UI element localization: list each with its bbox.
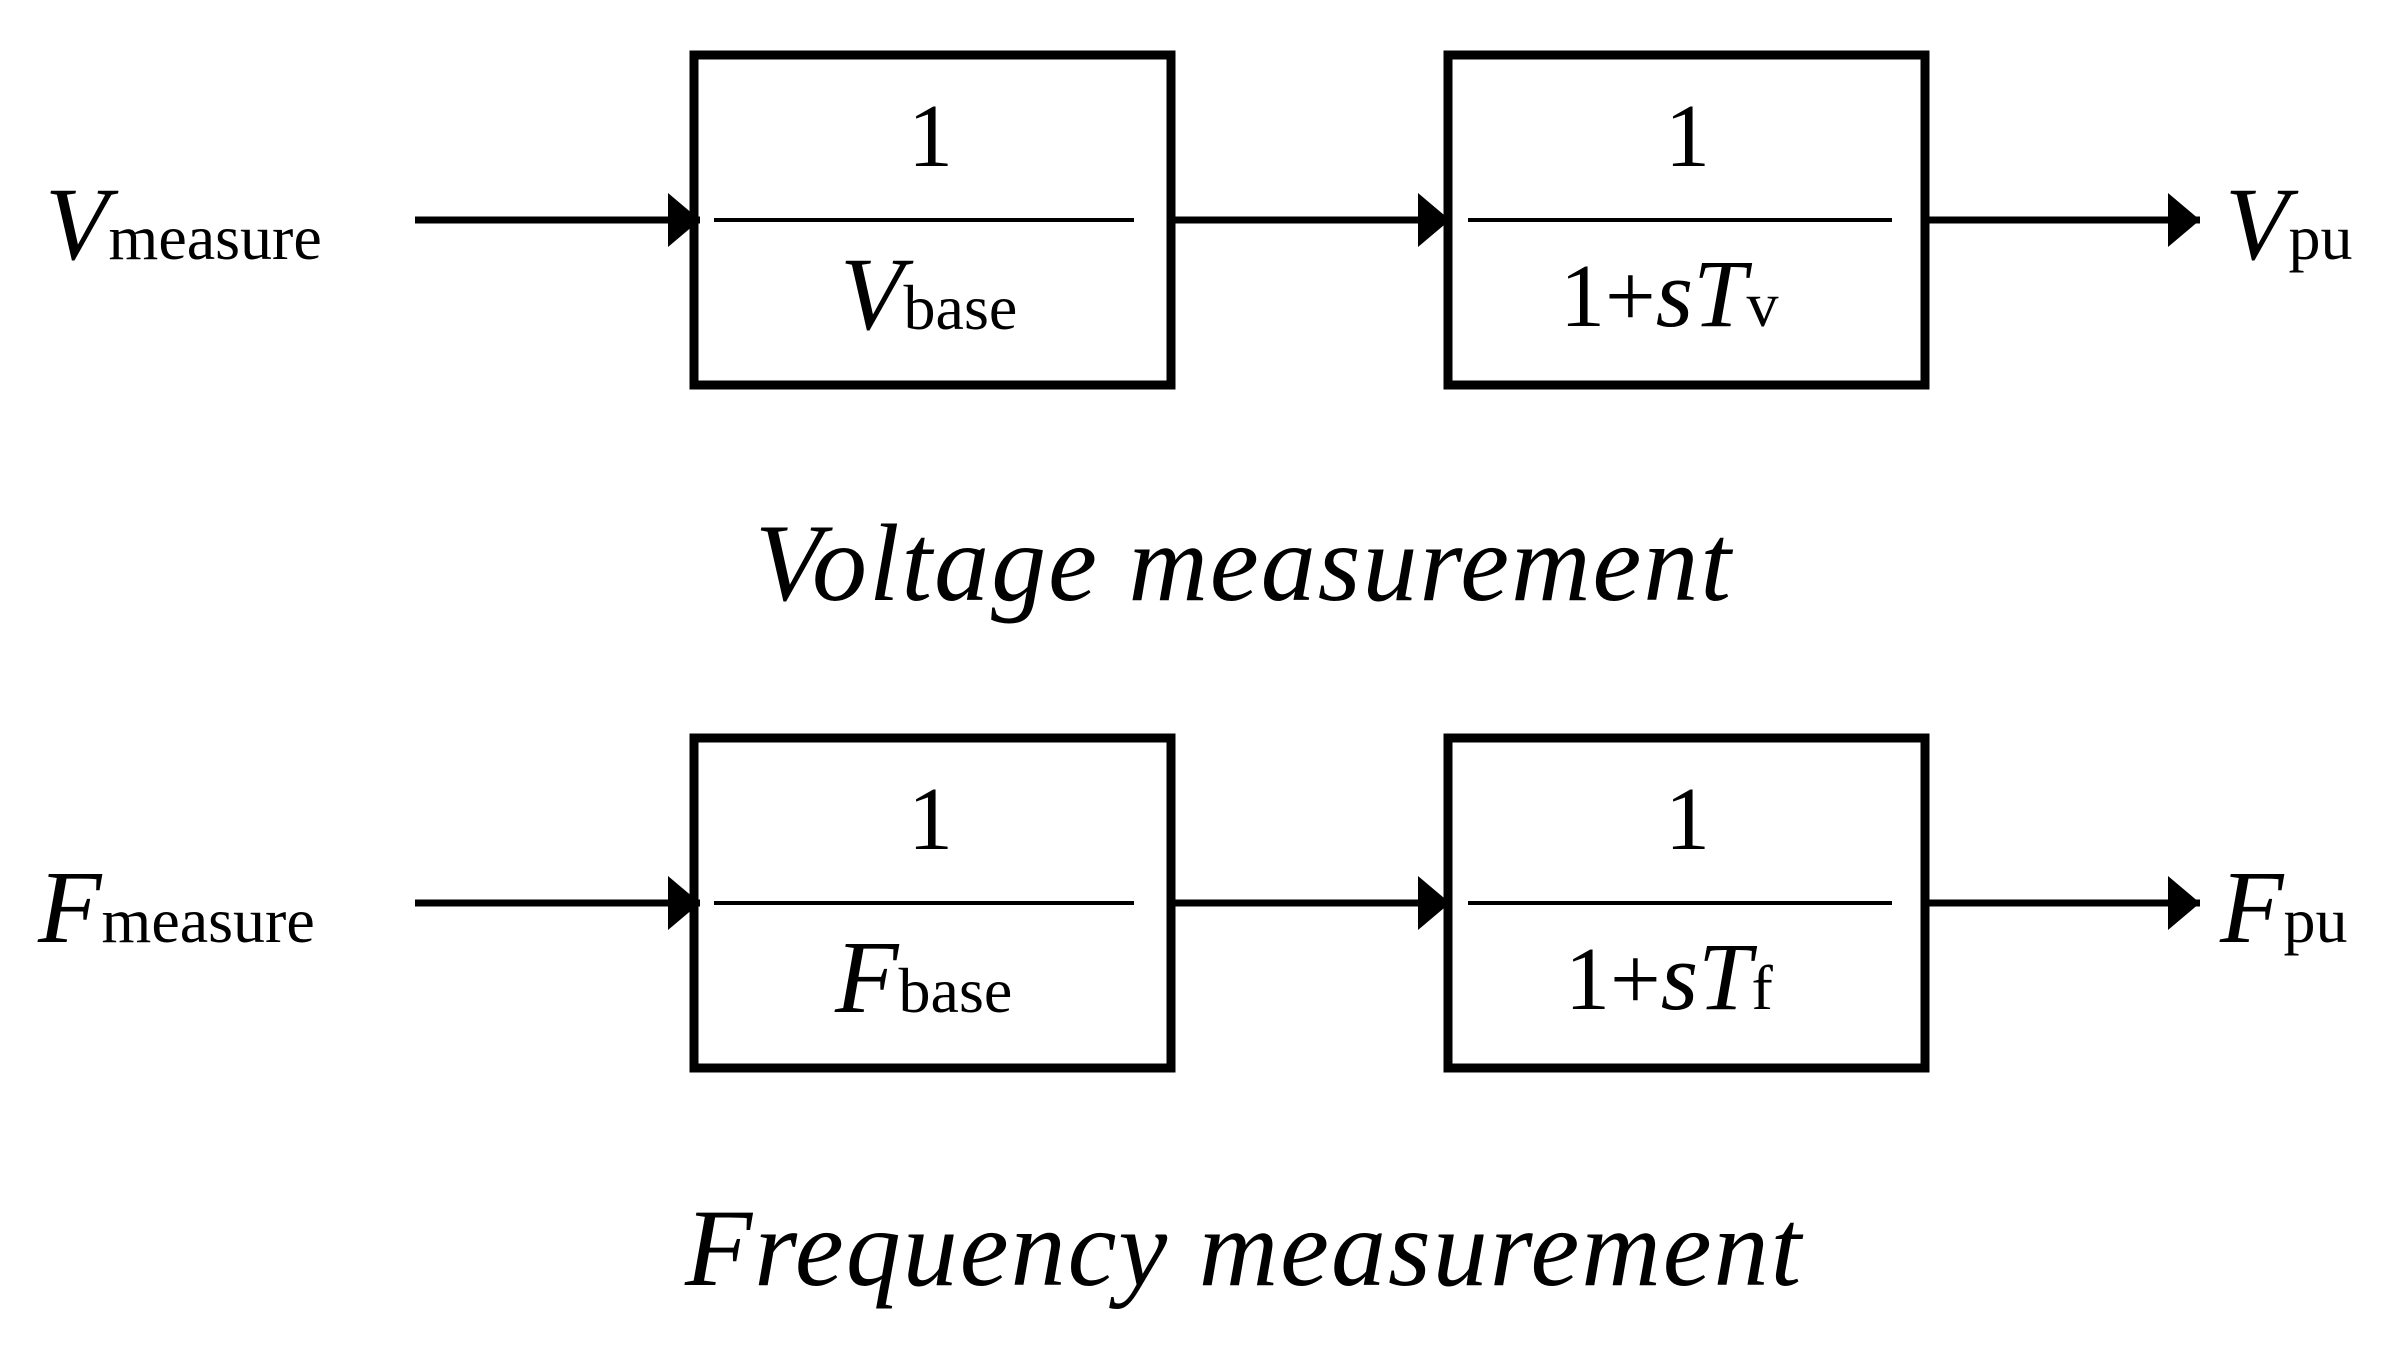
frequency-output-symbol: F xyxy=(2220,850,2284,965)
voltage-row xyxy=(415,50,2200,390)
frequency-filter-denominator: 1+sTf xyxy=(1565,921,1773,1032)
voltage-filter-symbol: T xyxy=(1693,240,1747,347)
frequency-output-subscript: pu xyxy=(2283,885,2348,956)
voltage-input-label: Vmeasure xyxy=(45,165,322,284)
frequency-input-label: Fmeasure xyxy=(38,848,315,967)
frequency-row xyxy=(415,733,2200,1073)
frequency-base-symbol: F xyxy=(835,920,899,1035)
voltage-filter-subscript: v xyxy=(1746,269,1779,340)
voltage-middle-arrowhead xyxy=(1418,193,1450,247)
frequency-input-arrowhead xyxy=(668,876,700,930)
frequency-base-denominator: Fbase xyxy=(835,918,1012,1037)
voltage-base-denominator: Vbase xyxy=(840,235,1017,354)
frequency-filter-subscript: f xyxy=(1751,952,1773,1023)
voltage-input-subscript: measure xyxy=(108,202,322,273)
frequency-base-numerator: 1 xyxy=(908,770,953,869)
voltage-output-subscript: pu xyxy=(2288,202,2353,273)
frequency-output-label: Fpu xyxy=(2220,848,2348,967)
voltage-filter-s: s xyxy=(1655,240,1694,347)
voltage-filter-prefix: 1+ xyxy=(1560,247,1656,346)
voltage-filter-numerator: 1 xyxy=(1665,87,1710,186)
voltage-output-label: Vpu xyxy=(2225,165,2353,284)
voltage-input-arrowhead xyxy=(668,193,700,247)
frequency-middle-arrowhead xyxy=(1418,876,1450,930)
voltage-caption: Voltage measurement xyxy=(755,502,1733,624)
frequency-filter-numerator: 1 xyxy=(1665,770,1710,869)
frequency-caption: Frequency measurement xyxy=(685,1187,1804,1309)
voltage-input-symbol: V xyxy=(45,167,109,282)
voltage-output-symbol: V xyxy=(2225,167,2289,282)
voltage-base-numerator: 1 xyxy=(908,87,953,186)
frequency-input-subscript: measure xyxy=(101,885,315,956)
frequency-filter-symbol: T xyxy=(1698,923,1752,1030)
voltage-base-subscript: base xyxy=(903,272,1018,343)
frequency-filter-prefix: 1+ xyxy=(1565,930,1661,1029)
frequency-output-arrowhead xyxy=(2168,876,2200,930)
voltage-output-arrowhead xyxy=(2168,193,2200,247)
voltage-filter-denominator: 1+sTv xyxy=(1560,238,1779,349)
voltage-base-symbol: V xyxy=(840,237,904,352)
frequency-input-symbol: F xyxy=(38,850,102,965)
frequency-base-subscript: base xyxy=(898,955,1013,1026)
frequency-filter-s: s xyxy=(1660,923,1699,1030)
